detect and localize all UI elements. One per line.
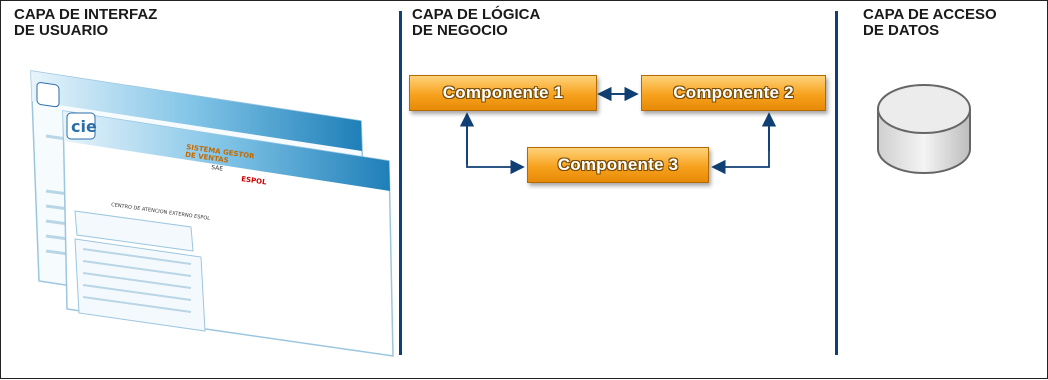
logic-layer-title: CAPA DE LÓGICA DE NEGOCIO	[412, 6, 541, 39]
ui-screen-front: cie SISTEMA GESTORDE VENTAS SAE ESPOL CE…	[62, 110, 394, 357]
divider-logic-data	[835, 11, 838, 355]
data-layer-title: CAPA DE ACCESO DE DATOS	[863, 6, 997, 39]
ui-screens-illustration: cie SISTEMA GESTORDE VENTAS SAE ESPOL CE…	[30, 70, 394, 357]
mock-brand: ESPOL	[241, 175, 268, 187]
arrow-1-to-3	[466, 114, 525, 175]
component-1: Componente 1	[409, 75, 597, 111]
arrow-2-to-3	[711, 114, 770, 175]
component-3: Componente 3	[527, 147, 709, 183]
divider-ui-logic	[399, 11, 402, 355]
mock-header-subtitle: SAE	[211, 164, 224, 173]
component-2: Componente 2	[641, 75, 826, 111]
ui-layer-title: CAPA DE INTERFAZ DE USUARIO	[14, 6, 158, 39]
mock-logo-text: cie	[71, 117, 97, 136]
component-connectors	[459, 86, 777, 175]
